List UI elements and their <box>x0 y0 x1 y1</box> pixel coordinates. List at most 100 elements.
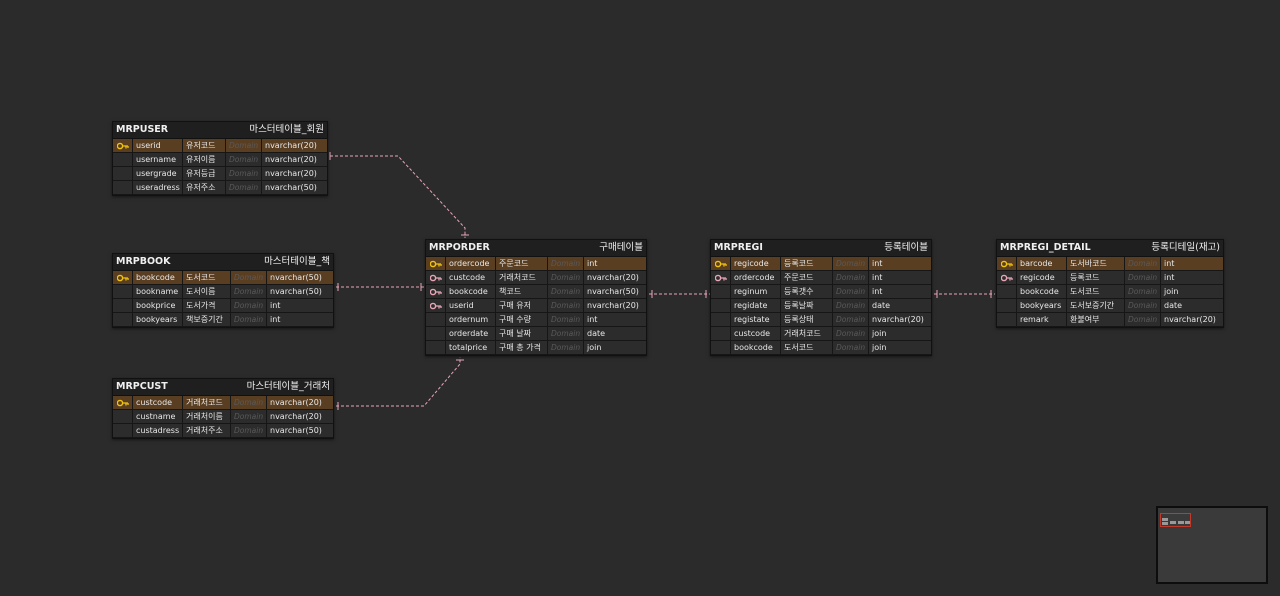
column-type: int <box>584 257 646 271</box>
column-domain: Domain <box>548 341 584 355</box>
column-domain: Domain <box>226 181 262 195</box>
column-name: registate <box>731 313 781 327</box>
column-name: ordercode <box>446 257 496 271</box>
column-comment: 환불여부 <box>1067 313 1125 327</box>
column-comment: 거래처주소 <box>183 424 231 438</box>
column-icon-cell <box>113 424 133 438</box>
primary-key-icon <box>426 257 446 271</box>
column-name: bookprice <box>133 299 183 313</box>
minimap[interactable] <box>1156 506 1268 584</box>
column-icon-cell <box>113 167 133 181</box>
column-icon-cell <box>711 285 731 299</box>
column-name: remark <box>1017 313 1067 327</box>
primary-key-icon <box>113 139 133 153</box>
column-comment: 책보증기간 <box>183 313 231 327</box>
column-icon-cell <box>426 313 446 327</box>
column-icon-cell <box>113 299 133 313</box>
column-comment: 도서가격 <box>183 299 231 313</box>
column-name: bookyears <box>1017 299 1067 313</box>
column-name: useradress <box>133 181 183 195</box>
column-domain: Domain <box>231 313 267 327</box>
column-icon-cell <box>711 341 731 355</box>
column-name: custname <box>133 410 183 424</box>
table-comment: 마스터테이블_거래처 <box>246 381 330 392</box>
table-comment: 등록테이블 <box>884 242 928 253</box>
column-type: int <box>869 271 931 285</box>
column-name: totalprice <box>446 341 496 355</box>
table-name: MRPORDER <box>429 242 490 253</box>
minimap-table <box>1185 521 1191 524</box>
column-name: ordernum <box>446 313 496 327</box>
column-icon-cell <box>113 181 133 195</box>
column-type: join <box>1161 285 1223 299</box>
column-type: nvarchar(20) <box>262 153 327 167</box>
primary-key-icon <box>113 271 133 285</box>
column-comment: 거래처코드 <box>496 271 548 285</box>
column-name: custcode <box>731 327 781 341</box>
column-name: userid <box>446 299 496 313</box>
column-domain: Domain <box>548 285 584 299</box>
column-comment: 등록코드 <box>781 257 833 271</box>
column-name: username <box>133 153 183 167</box>
column-type: join <box>584 341 646 355</box>
column-domain: Domain <box>231 299 267 313</box>
minimap-viewport[interactable] <box>1160 513 1191 527</box>
column-icon-cell <box>997 313 1017 327</box>
column-name: bookcode <box>133 271 183 285</box>
column-icon-cell <box>113 410 133 424</box>
column-domain: Domain <box>833 271 869 285</box>
column-type: int <box>869 285 931 299</box>
column-icon-cell <box>711 327 731 341</box>
column-name: usergrade <box>133 167 183 181</box>
column-domain: Domain <box>226 167 262 181</box>
relation-user-order <box>330 155 466 238</box>
column-type: nvarchar(50) <box>584 285 646 299</box>
column-comment: 도서바코드 <box>1067 257 1125 271</box>
